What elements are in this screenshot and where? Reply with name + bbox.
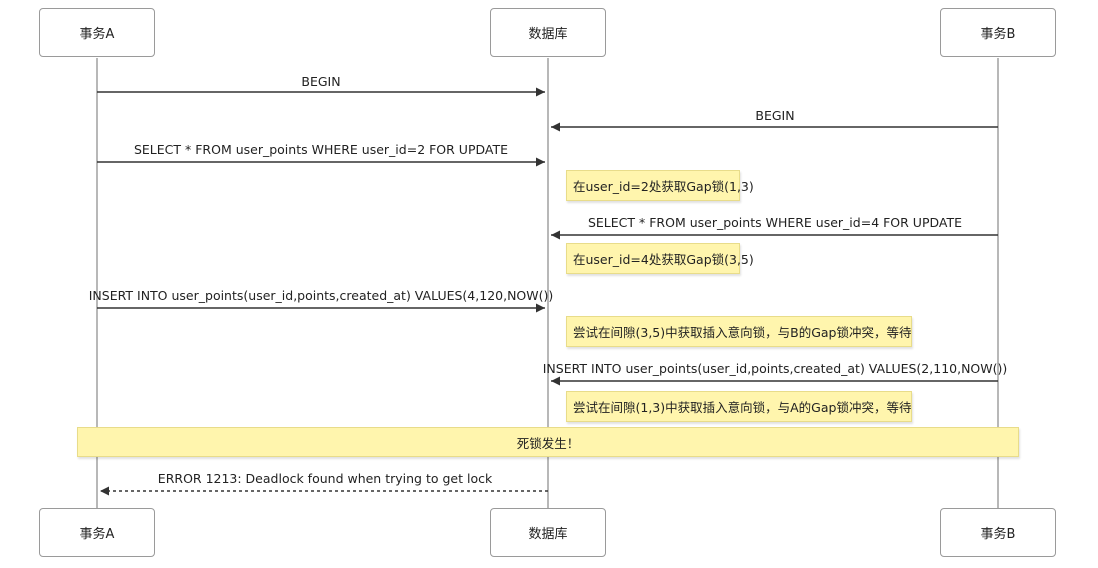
- note-insert-wait-a: 尝试在间隙(3,5)中获取插入意向锁，与B的Gap锁冲突，等待: [566, 316, 912, 347]
- participant-database-top: 数据库: [490, 8, 606, 57]
- note-insert-wait-b: 尝试在间隙(1,3)中获取插入意向锁，与A的Gap锁冲突，等待: [566, 391, 912, 422]
- participant-transaction-b-bottom: 事务B: [940, 508, 1056, 557]
- message-label: BEGIN: [755, 108, 795, 123]
- participant-label: 事务B: [980, 527, 1016, 542]
- message-label: SELECT * FROM user_points WHERE user_id=…: [587, 215, 963, 230]
- message-label: INSERT INTO user_points(user_id,points,c…: [88, 288, 554, 303]
- message-label: ERROR 1213: Deadlock found when trying t…: [157, 471, 493, 486]
- message-label: INSERT INTO user_points(user_id,points,c…: [542, 361, 1008, 376]
- participant-label: 数据库: [528, 27, 568, 42]
- message-label: BEGIN: [301, 74, 341, 89]
- participant-label: 事务A: [79, 27, 115, 42]
- message-label: SELECT * FROM user_points WHERE user_id=…: [133, 142, 509, 157]
- participant-label: 数据库: [528, 527, 568, 542]
- note-gap-lock-b: 在user_id=4处获取Gap锁(3,5): [566, 243, 754, 274]
- participant-transaction-a-bottom: 事务A: [39, 508, 155, 557]
- participant-transaction-a-top: 事务A: [39, 8, 155, 57]
- participant-transaction-b-top: 事务B: [940, 8, 1056, 57]
- participant-label: 事务A: [79, 527, 115, 542]
- note-gap-lock-a: 在user_id=2处获取Gap锁(1,3): [566, 170, 754, 201]
- note-deadlock: 死锁发生！: [77, 427, 1019, 457]
- participant-label: 事务B: [980, 27, 1016, 42]
- participant-database-bottom: 数据库: [490, 508, 606, 557]
